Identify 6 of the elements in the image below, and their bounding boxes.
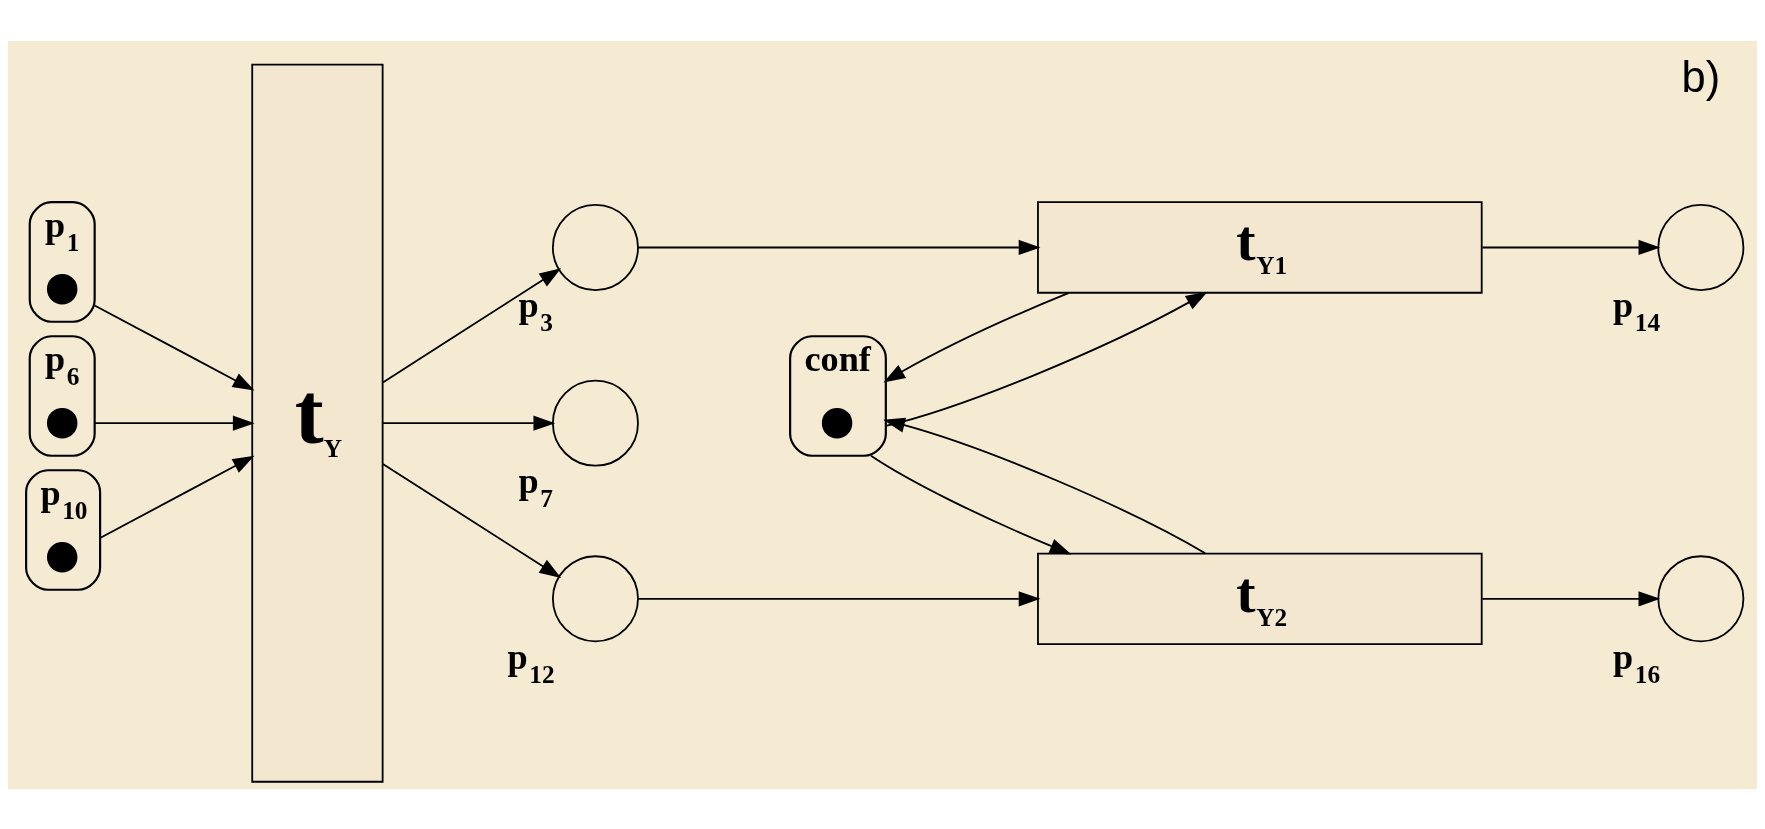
node-label: p$_{12}$ bbox=[507, 636, 555, 688]
node-label: p$_{16}$ bbox=[1613, 636, 1661, 688]
label: b) bbox=[1681, 52, 1721, 101]
node-label: p$_{7}$ bbox=[518, 460, 553, 512]
node-label: p$_{14}$ bbox=[1613, 284, 1661, 336]
node-label: p$_{3}$ bbox=[518, 284, 553, 336]
